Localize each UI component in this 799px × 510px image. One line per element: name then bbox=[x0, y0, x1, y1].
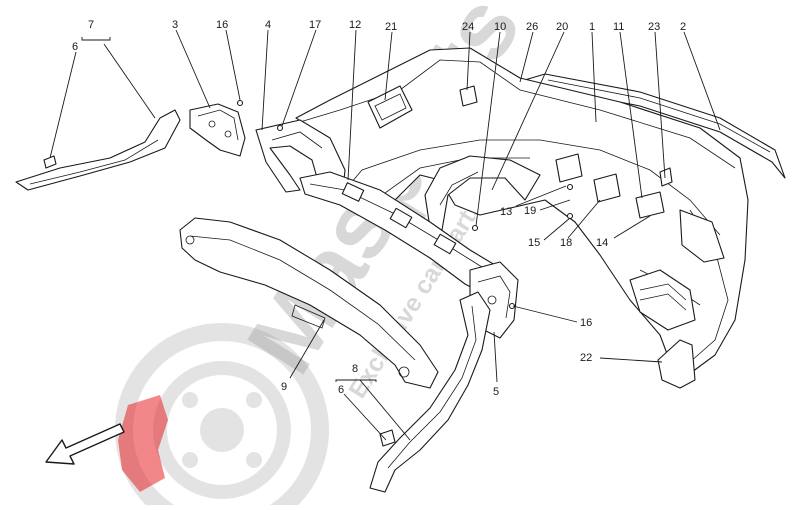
callout-12: 12 bbox=[349, 19, 361, 31]
front-direction-arrow-icon bbox=[45, 423, 125, 465]
part-bracket-3 bbox=[189, 103, 246, 157]
callout-22: 22 bbox=[580, 352, 592, 364]
part-lower-strip bbox=[369, 291, 491, 493]
brake-disc-logo-icon bbox=[115, 323, 329, 510]
callout-8: 8 bbox=[352, 363, 358, 375]
callout-6: 6 bbox=[338, 384, 344, 396]
leader-lines bbox=[49, 29, 721, 441]
callout-2: 2 bbox=[680, 21, 686, 33]
callout-17: 17 bbox=[309, 19, 321, 31]
part-left-side-strip bbox=[15, 109, 181, 191]
callout-18: 18 bbox=[560, 237, 572, 249]
callout-9: 9 bbox=[281, 381, 287, 393]
callout-16: 16 bbox=[580, 317, 592, 329]
part-bumper-cover bbox=[295, 47, 749, 389]
callout-6: 6 bbox=[72, 41, 78, 53]
callout-21: 21 bbox=[385, 21, 397, 33]
callout-10: 10 bbox=[494, 21, 506, 33]
callout-26: 26 bbox=[526, 21, 538, 33]
part-reinforcement-beam bbox=[299, 171, 519, 339]
callout-13: 13 bbox=[500, 206, 512, 218]
callout-24: 24 bbox=[462, 21, 474, 33]
callout-15: 15 bbox=[528, 237, 540, 249]
callout-5: 5 bbox=[493, 386, 499, 398]
callout-1: 1 bbox=[589, 21, 595, 33]
callout-11: 11 bbox=[613, 21, 624, 33]
callout-labels: 7 6 3 16 4 17 12 21 24 10 26 20 1 11 23 … bbox=[72, 19, 686, 398]
callout-14: 14 bbox=[596, 237, 608, 249]
callout-3: 3 bbox=[172, 19, 178, 31]
callout-4: 4 bbox=[265, 19, 271, 31]
callout-16: 16 bbox=[216, 19, 228, 31]
callout-19: 19 bbox=[524, 205, 536, 217]
callout-20: 20 bbox=[556, 21, 568, 33]
callout-23: 23 bbox=[648, 21, 660, 33]
callout-7: 7 bbox=[88, 19, 94, 31]
part-energy-absorber bbox=[179, 217, 439, 389]
